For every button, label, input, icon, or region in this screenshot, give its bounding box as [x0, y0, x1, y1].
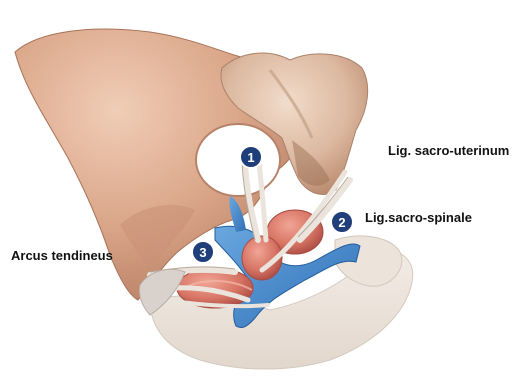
label-lig-sacro-spinale: Lig.sacro-spinale [365, 210, 472, 225]
marker-2: 2 [331, 211, 353, 233]
label-lig-sacro-uterinum: Lig. sacro-uterinum [388, 143, 509, 158]
label-arcus-tendineus: Arcus tendineus [11, 248, 113, 263]
marker-1-label: 1 [247, 150, 254, 165]
marker-1: 1 [240, 146, 262, 168]
pelvic-foramen [196, 124, 280, 196]
marker-3-label: 3 [199, 245, 206, 260]
marker-2-label: 2 [338, 215, 345, 230]
marker-3: 3 [192, 241, 214, 263]
